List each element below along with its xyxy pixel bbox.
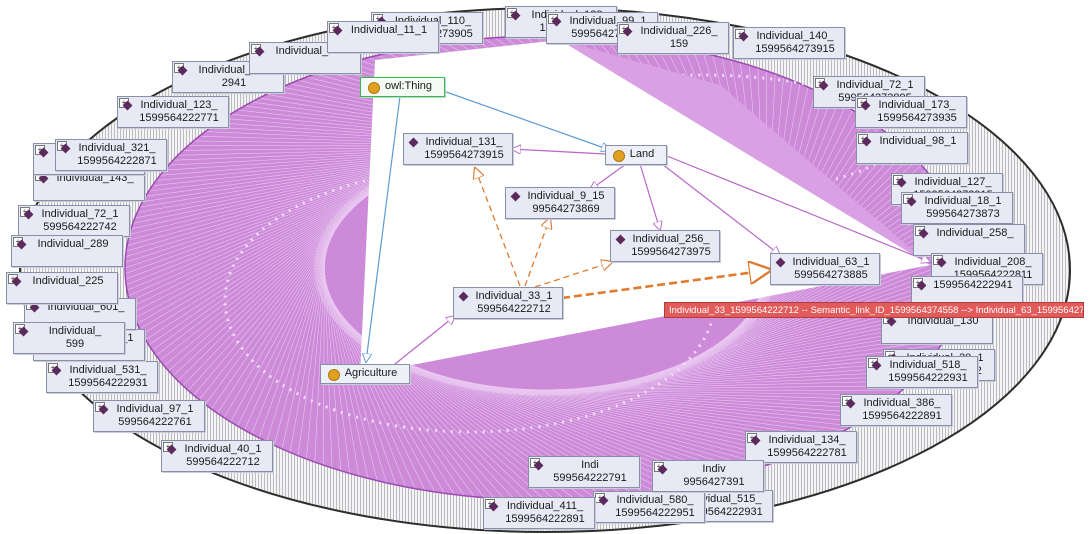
individual-node[interactable]: Individual_63_1 599564273885 bbox=[770, 253, 880, 285]
link-33-131 bbox=[475, 168, 521, 287]
individual-icon bbox=[533, 460, 544, 471]
edge-land-256 bbox=[639, 163, 660, 230]
individual-icon bbox=[332, 25, 343, 36]
individual-icon bbox=[818, 80, 829, 91]
individual-node[interactable]: +Individual_226_159 bbox=[617, 22, 729, 54]
individual-icon bbox=[615, 234, 626, 245]
edge-thing-agriculture bbox=[366, 95, 401, 362]
individual-icon bbox=[918, 228, 929, 239]
individual-node[interactable]: +Individual_134_1599564222781 bbox=[745, 431, 857, 463]
individual-node[interactable]: +Individual_580_1599564222951 bbox=[593, 491, 705, 523]
individual-icon bbox=[60, 143, 71, 154]
individual-node[interactable]: +Individual_411_1599564222891 bbox=[483, 497, 595, 529]
individual-icon bbox=[860, 100, 871, 111]
individual-icon bbox=[23, 209, 34, 220]
edge-line bbox=[607, 262, 966, 392]
individual-icon bbox=[886, 316, 897, 327]
individual-node[interactable]: +Individual_386_1599564222891 bbox=[840, 394, 952, 426]
individual-node[interactable]: +Individual_98_1 bbox=[856, 132, 968, 164]
individual-node[interactable]: +Individual_258_ bbox=[913, 224, 1025, 256]
individual-icon bbox=[750, 435, 761, 446]
individual-icon bbox=[488, 501, 499, 512]
edge-agriculture-33 bbox=[389, 316, 455, 369]
individual-node[interactable]: Individual_33_1 599564222712 bbox=[453, 287, 563, 319]
individual-node[interactable]: +Individual_599 bbox=[13, 322, 125, 354]
individual-icon bbox=[861, 136, 872, 147]
edge-land-63 bbox=[661, 163, 780, 255]
individual-icon bbox=[38, 147, 49, 158]
class-node-land[interactable]: Land bbox=[605, 145, 667, 165]
individual-icon bbox=[458, 291, 469, 302]
individual-node[interactable]: Individual_9_15 99564273869 bbox=[505, 187, 615, 219]
individual-node[interactable]: +Individual_321_1599564222871 bbox=[55, 139, 167, 171]
individual-node[interactable]: +Individual_140_1599564273915 bbox=[733, 27, 845, 59]
individual-icon bbox=[738, 31, 749, 42]
individual-icon bbox=[916, 280, 927, 291]
individual-node[interactable]: +Individual_11_1 bbox=[327, 21, 439, 53]
individual-node[interactable]: +Individual_531_1599564222931 bbox=[46, 361, 158, 393]
individual-icon bbox=[38, 173, 49, 184]
individual-icon bbox=[551, 16, 562, 27]
individual-icon bbox=[871, 360, 882, 371]
individual-node[interactable]: +Individual_40_1599564222712 bbox=[161, 440, 273, 472]
individual-node[interactable]: +Individual_225 bbox=[6, 272, 118, 304]
individual-icon bbox=[775, 257, 786, 268]
individual-icon bbox=[18, 326, 29, 337]
individual-icon bbox=[598, 495, 609, 506]
link-33-63 bbox=[561, 270, 770, 300]
individual-icon bbox=[906, 196, 917, 207]
class-node-owl-thing[interactable]: owl:Thing bbox=[360, 77, 445, 97]
individual-icon bbox=[98, 404, 109, 415]
edge-land-131 bbox=[512, 149, 606, 155]
individual-icon bbox=[122, 100, 133, 111]
individual-icon bbox=[29, 302, 40, 313]
individual-icon bbox=[936, 257, 947, 268]
individual-icon bbox=[845, 398, 856, 409]
individual-node[interactable]: +Individual_123_1599564222771 bbox=[117, 96, 229, 128]
individual-node[interactable]: +Individual_518_1599564222931 bbox=[866, 356, 978, 388]
individual-icon bbox=[51, 365, 62, 376]
individual-icon bbox=[510, 191, 521, 202]
individual-icon bbox=[510, 10, 521, 21]
link-33-256 bbox=[534, 262, 612, 288]
edge-land-9 bbox=[590, 163, 627, 190]
individual-icon bbox=[622, 26, 633, 37]
class-icon bbox=[368, 82, 380, 94]
individual-icon bbox=[408, 137, 419, 148]
individual-node[interactable]: +Individual_173_1599564273935 bbox=[855, 96, 967, 128]
class-icon bbox=[613, 150, 625, 162]
individual-icon bbox=[177, 65, 188, 76]
individual-icon bbox=[657, 464, 668, 475]
individual-node[interactable]: Individual_131_ 1599564273915 bbox=[403, 133, 513, 165]
individual-node[interactable]: +Individual_289 bbox=[11, 235, 123, 267]
individual-icon bbox=[11, 276, 22, 287]
individual-icon bbox=[166, 444, 177, 455]
class-node-agriculture[interactable]: Agriculture bbox=[320, 364, 410, 384]
individual-icon bbox=[16, 239, 27, 250]
edge-land-ring bbox=[666, 155, 930, 262]
individual-icon bbox=[254, 46, 265, 57]
edge-tooltip: Individual_33_1599564222712 -- Semantic_… bbox=[664, 302, 1084, 318]
edge-thing-land bbox=[434, 87, 610, 150]
individual-node[interactable]: Individual_256_ 1599564273975 bbox=[610, 230, 720, 262]
class-icon bbox=[328, 369, 340, 381]
individual-icon bbox=[896, 177, 907, 188]
link-33-9 bbox=[524, 218, 550, 287]
